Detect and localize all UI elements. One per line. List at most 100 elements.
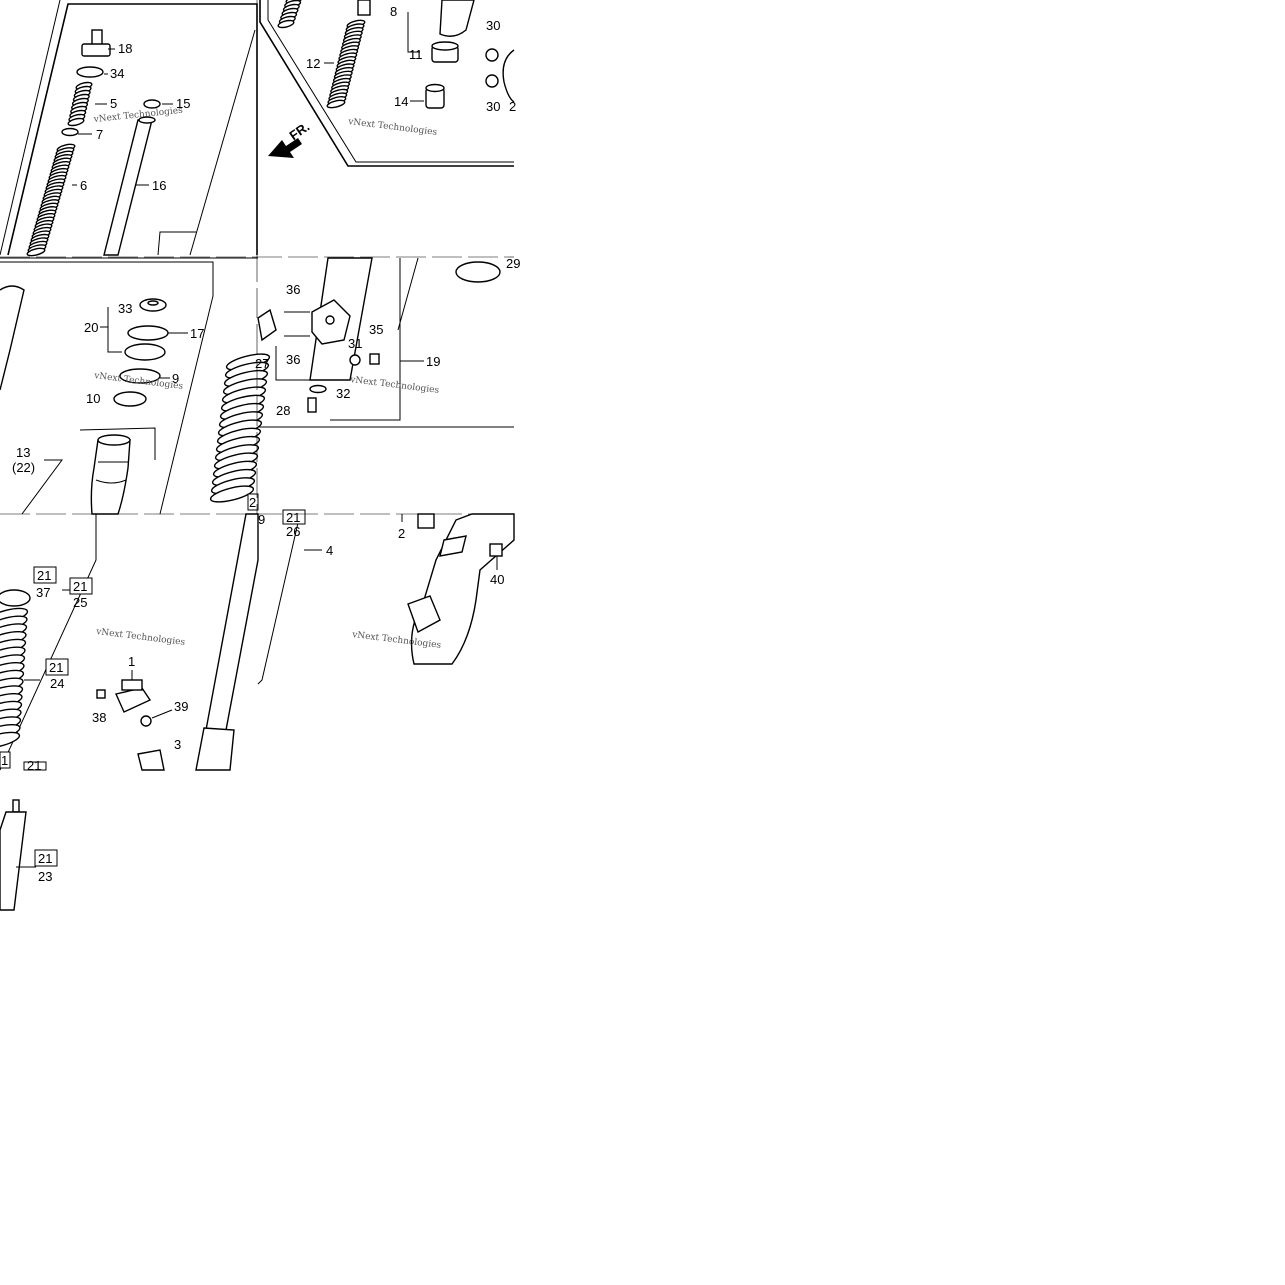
part-25-clamp: [0, 589, 31, 607]
callout-labels: 18 34 5 15 7 6 16 8 12 11 14 30 30 2 29 …: [12, 4, 520, 884]
callout-38: 38: [92, 710, 106, 725]
callout-27: 27: [255, 356, 269, 371]
part-12-spring: [326, 19, 366, 109]
part-6-fork-spring: [26, 143, 76, 257]
part-11-bushing: [431, 41, 459, 63]
part-23-damper-rod: [0, 799, 27, 911]
part-24-dust-boot: [0, 607, 29, 749]
front-arrow-label: FR.: [286, 119, 312, 143]
callout-36-top: 36: [286, 282, 300, 297]
callout-2: 2: [398, 526, 405, 541]
part-17-clip: [127, 325, 169, 341]
callout-4: 4: [326, 543, 333, 558]
part-15-ring: [143, 99, 161, 109]
callout-9: 9: [172, 371, 179, 386]
part-40-bolt: [489, 543, 503, 557]
part-boot-upper: [209, 353, 271, 503]
watermarks: vNext Technologies vNext Technologies vN…: [92, 106, 442, 651]
tile-middle-left: [0, 257, 258, 515]
boxed-21-part-23: 21: [38, 851, 52, 866]
boxed-reference-labels: 21 21 21 21 21 1 21 2: [0, 493, 306, 867]
part-1-axle-clamp: [115, 679, 152, 713]
part-34-o-ring: [76, 66, 104, 78]
part-7-washer: [61, 127, 79, 137]
coil-turn: [67, 117, 85, 127]
callout-20: 20: [84, 320, 98, 335]
callout-36-bottom: 36: [286, 352, 300, 367]
callout-6: 6: [80, 178, 87, 193]
boxed-21-part-26: 21: [286, 510, 300, 525]
part-4-fork-tube: [195, 513, 259, 771]
callout-partial-9: 9: [258, 512, 265, 527]
part-16-damper-tube: [103, 116, 156, 256]
part-2-bolt: [417, 513, 435, 529]
part-top-rod: [357, 0, 371, 16]
callout-23: 23: [38, 869, 52, 884]
part-13-fork-slider: [90, 434, 131, 515]
tile-top-right: [259, 0, 515, 167]
part-28-bolt: [307, 397, 317, 413]
callout-11: 11: [409, 47, 423, 62]
callout-26: 26: [286, 524, 300, 539]
coil-turn: [26, 247, 46, 257]
part-fork-slider-lower: [407, 513, 515, 665]
callout-17: 17: [190, 326, 204, 341]
part-29-seal: [455, 261, 501, 283]
callout-24: 24: [50, 676, 64, 691]
part-3-bracket: [137, 749, 165, 771]
tile-seams: [0, 0, 514, 515]
callout-32: 32: [336, 386, 350, 401]
callout-18: 18: [118, 41, 132, 56]
watermark-2: vNext Technologies: [347, 117, 438, 138]
watermark-4: vNext Technologies: [349, 375, 440, 396]
part-32-washer: [309, 384, 327, 394]
callout-25: 25: [73, 595, 87, 610]
part-38-bolt: [96, 689, 106, 699]
part-spring-top: [277, 0, 303, 29]
tile-top-left: FR.: [0, 0, 312, 257]
callout-16: 16: [152, 178, 166, 193]
callout-1: 1: [128, 654, 135, 669]
callout-40: 40: [490, 572, 504, 587]
callout-14: 14: [394, 94, 408, 109]
callout-15: 15: [176, 96, 190, 111]
callout-33: 33: [118, 301, 132, 316]
coil-turn: [277, 19, 295, 29]
callout-31: 31: [348, 336, 362, 351]
callout-3: 3: [174, 737, 181, 752]
callout-28: 28: [276, 403, 290, 418]
callout-39: 39: [174, 699, 188, 714]
boxed-21-part-37: 21: [37, 568, 51, 583]
callout-30-top: 30: [486, 18, 500, 33]
part-14-bushing: [425, 83, 445, 109]
coil-turn: [0, 731, 21, 749]
callout-35: 35: [369, 322, 383, 337]
part-27-bracket: [257, 308, 277, 342]
callout-5: 5: [110, 96, 117, 111]
watermark-5: vNext Technologies: [95, 627, 186, 648]
callout-partial-2: 2: [509, 99, 516, 114]
tile-lower-left: [0, 513, 322, 771]
callout-10: 10: [86, 391, 100, 406]
part-39-nut: [140, 715, 152, 727]
tile-bottom: [0, 799, 36, 911]
tile-lower-right: [401, 513, 515, 665]
callout-34: 34: [110, 66, 124, 81]
part-10-bushing: [113, 391, 147, 407]
callout-7: 7: [96, 127, 103, 142]
coil-turn: [326, 99, 346, 109]
part-stem-bracket: [502, 49, 515, 103]
part-30-nut-a: [485, 48, 499, 62]
part-5-spring: [67, 81, 93, 127]
callout-29: 29: [506, 256, 520, 271]
part-31-washer: [349, 354, 361, 366]
boxed-partial-2: 2: [249, 495, 256, 510]
part-8-tube: [439, 0, 475, 37]
callout-37: 37: [36, 585, 50, 600]
part-20-seal: [124, 343, 166, 361]
front-direction-arrow: FR.: [268, 119, 312, 158]
callout-13: 13: [16, 445, 30, 460]
callout-19: 19: [426, 354, 440, 369]
part-18-cap-bolt: [81, 29, 111, 57]
